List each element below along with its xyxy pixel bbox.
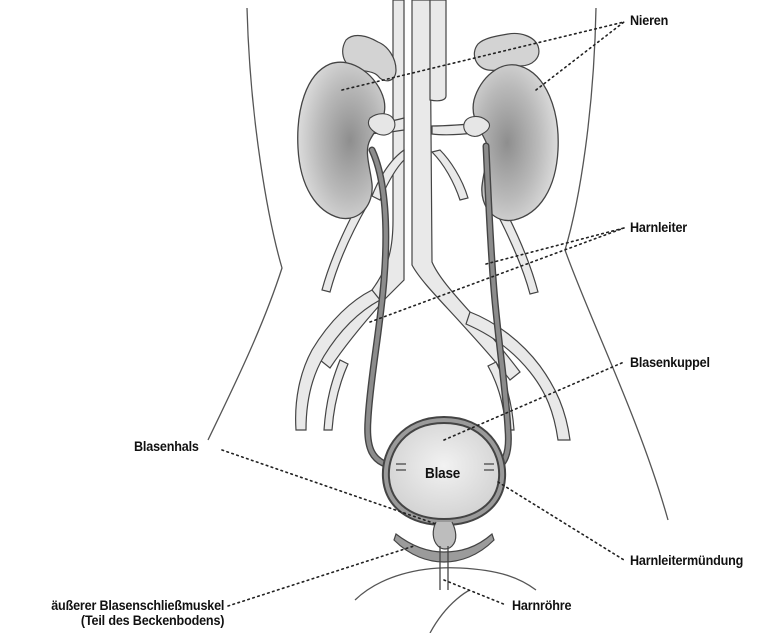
leader-schliessmuskel (228, 546, 414, 606)
leader-harnroehre (444, 580, 506, 605)
label-schliessmuskel-line1: äußerer Blasenschließmuskel (51, 597, 224, 613)
label-blasenhals: Blasenhals (134, 438, 199, 454)
leader-harnleitermuendung (498, 482, 624, 560)
label-harnleiter: Harnleiter (630, 219, 687, 235)
label-harnleitermuendung: Harnleitermündung (630, 552, 743, 568)
label-harnroehre: Harnröhre (512, 597, 571, 613)
label-blase: Blase (425, 466, 460, 482)
label-blasenkuppel: Blasenkuppel (630, 354, 710, 370)
left-kidney (298, 62, 385, 218)
label-nieren: Nieren (630, 12, 668, 28)
label-schliessmuskel-line2: (Teil des Beckenbodens) (81, 612, 224, 628)
